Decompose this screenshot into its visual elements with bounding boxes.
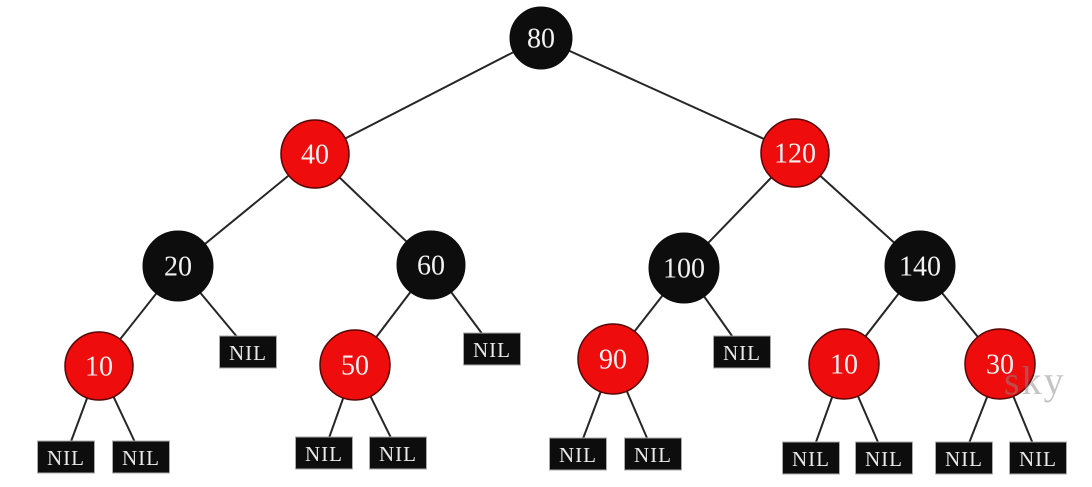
node-circle: [280, 119, 350, 189]
node-value: 140: [899, 252, 941, 283]
node-value: 120: [774, 139, 816, 170]
node-circle: [319, 329, 391, 401]
tree-node-30: 30: [964, 328, 1036, 400]
node-value: 50: [341, 351, 369, 382]
tree-node-10-left: 10: [64, 331, 134, 401]
tree-node-90: 90: [577, 323, 649, 395]
nil-leaf-90-left: NIL: [549, 437, 607, 471]
watermark-text: sky: [1004, 358, 1066, 403]
node-value: 40: [301, 140, 329, 171]
nil-value: NIL: [792, 447, 830, 471]
nil-box: [855, 441, 913, 475]
node-circle: [142, 230, 214, 302]
nil-value: NIL: [945, 447, 983, 471]
edge-80-40: [314, 37, 542, 155]
tree-node-140: 140: [884, 230, 956, 302]
nil-box: [369, 436, 427, 470]
nil-leaf-90-right: NIL: [624, 437, 682, 471]
node-value: 90: [599, 345, 627, 376]
node-value: 100: [663, 254, 705, 285]
node-circle: [884, 230, 956, 302]
nil-value: NIL: [559, 443, 597, 467]
nil-leaf-10l-right: NIL: [112, 440, 170, 474]
nil-leaf-20-right: NIL: [219, 335, 277, 369]
node-circle: [760, 118, 830, 188]
node-circle: [964, 328, 1036, 400]
tree-node-60: 60: [396, 230, 466, 300]
nil-value: NIL: [305, 442, 343, 466]
nil-value: NIL: [122, 446, 160, 470]
nil-leaf-10l-left: NIL: [37, 440, 95, 474]
nil-box: [624, 437, 682, 471]
nil-box: [713, 335, 771, 369]
nil-box: [463, 332, 521, 366]
edge-80-120: [540, 37, 796, 154]
node-value: 10: [85, 352, 113, 383]
nil-leaf-50-right: NIL: [369, 436, 427, 470]
nil-leaf-30-right: NIL: [1009, 441, 1067, 475]
tree-node-50: 50: [319, 329, 391, 401]
node-circle: [808, 328, 880, 400]
node-value: 20: [164, 252, 192, 283]
nil-value: NIL: [1019, 447, 1057, 471]
nil-value: NIL: [229, 341, 267, 365]
tree-node-20: 20: [142, 230, 214, 302]
tree-node-100: 100: [648, 232, 720, 304]
node-circle: [577, 323, 649, 395]
nil-leaf-30-left: NIL: [935, 441, 993, 475]
node-circle: [648, 232, 720, 304]
nil-leaf-60-right: NIL: [463, 332, 521, 366]
nil-box: [219, 335, 277, 369]
nil-leaf-10r-left: NIL: [782, 441, 840, 475]
nil-leaf-100-right: NIL: [713, 335, 771, 369]
nil-box: [935, 441, 993, 475]
nil-leaf-10r-right: NIL: [855, 441, 913, 475]
nil-leaf-50-left: NIL: [295, 436, 353, 470]
node-value: 60: [417, 251, 445, 282]
nil-value: NIL: [634, 443, 672, 467]
nil-value: NIL: [379, 442, 417, 466]
nil-value: NIL: [865, 447, 903, 471]
node-value: 80: [527, 24, 555, 55]
nil-value: NIL: [723, 341, 761, 365]
node-value: 10: [830, 350, 858, 381]
node-circle: [396, 230, 466, 300]
nil-value: NIL: [473, 338, 511, 362]
tree-node-80: 80: [509, 6, 573, 70]
node-circle: [509, 6, 573, 70]
nil-box: [782, 441, 840, 475]
node-circle: [64, 331, 134, 401]
nil-box: [549, 437, 607, 471]
node-value: 30: [986, 350, 1014, 381]
nil-box: [112, 440, 170, 474]
nil-value: NIL: [47, 446, 85, 470]
tree-node-120: 120: [760, 118, 830, 188]
tree-node-10-right: 10: [808, 328, 880, 400]
nil-box: [37, 440, 95, 474]
nil-box: [1009, 441, 1067, 475]
nil-box: [295, 436, 353, 470]
tree-node-40: 40: [280, 119, 350, 189]
